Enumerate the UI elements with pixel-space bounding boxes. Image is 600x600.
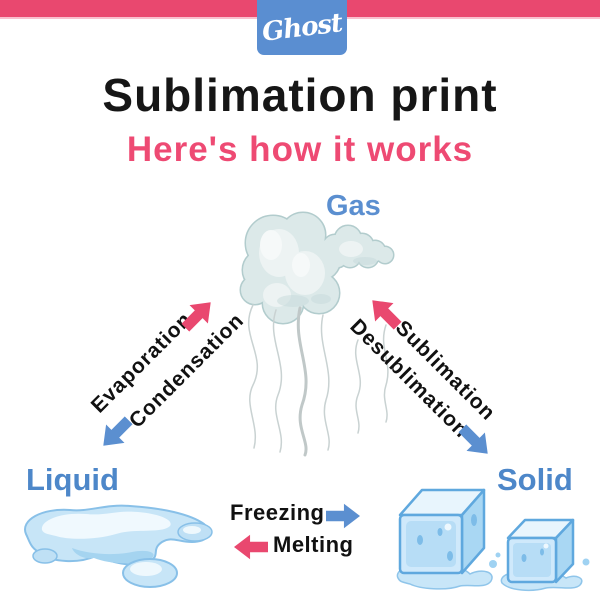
page-title: Sublimation print: [102, 69, 498, 121]
melting-label: Melting: [273, 532, 354, 557]
sublimation-arrow-icon: [372, 300, 402, 330]
ice-cubes-illustration: [396, 488, 590, 592]
cloud-illustration: [239, 211, 395, 325]
desublimation-arrow-icon: [458, 424, 488, 454]
vapor-wisps-illustration: [247, 304, 389, 457]
ghost-logo: Ghost: [257, 0, 347, 55]
condensation-arrow-icon: [103, 416, 133, 446]
solid-state-label: Solid: [497, 462, 573, 497]
ghost-logo-text: Ghost: [260, 7, 344, 48]
melting-arrow-icon: [234, 534, 268, 560]
freezing-label: Freezing: [230, 500, 325, 525]
gas-state-label: Gas: [326, 190, 381, 222]
evaporation-arrow-icon: [181, 302, 211, 332]
freezing-arrow-icon: [326, 503, 360, 529]
water-puddle-illustration: [24, 504, 213, 588]
liquid-state-label: Liquid: [26, 462, 119, 497]
page-subtitle: Here's how it works: [126, 130, 474, 169]
